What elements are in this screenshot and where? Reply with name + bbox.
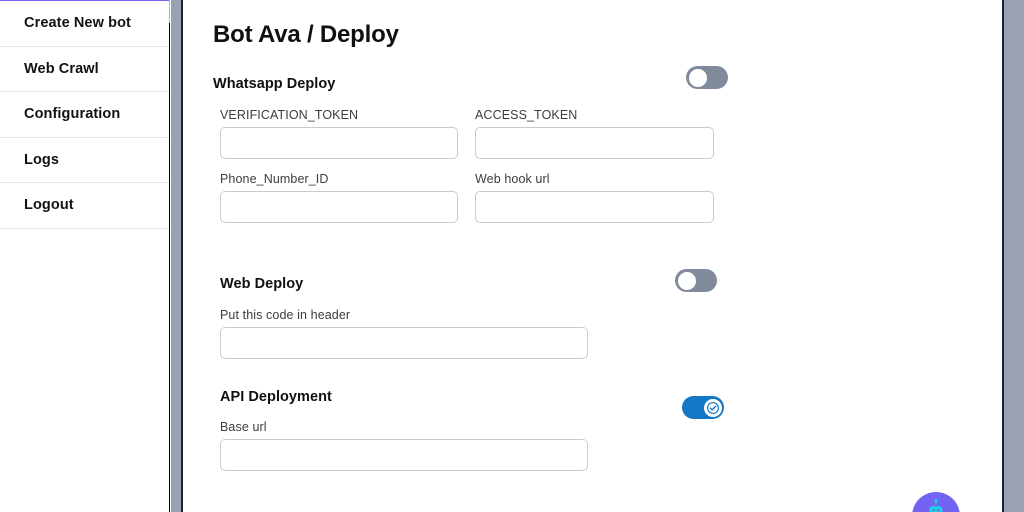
field-label-put-this-code-in-header: Put this code in header bbox=[220, 308, 351, 322]
sidebar-active-accent-bar bbox=[169, 0, 170, 23]
sidebar-scrollbar[interactable] bbox=[171, 0, 183, 512]
field-label-base-url: Base url bbox=[220, 420, 267, 434]
input-base-url[interactable] bbox=[220, 439, 588, 471]
sidebar-item-create-new-bot[interactable]: Create New bot bbox=[0, 1, 169, 47]
sidebar-item-logout[interactable]: Logout bbox=[0, 183, 169, 229]
section-heading-whatsapp-deploy: Whatsapp Deploy bbox=[213, 76, 336, 92]
sidebar-item-configuration[interactable]: Configuration bbox=[0, 92, 169, 138]
check-icon bbox=[706, 401, 719, 414]
sidebar-item-logs[interactable]: Logs bbox=[0, 137, 169, 183]
field-label-verification-token: VERIFICATION_TOKEN bbox=[220, 108, 359, 122]
input-verification-token[interactable] bbox=[220, 127, 458, 159]
sidebar: Bot List Create New bot Web Crawl Config… bbox=[0, 0, 170, 512]
section-heading-web-deploy: Web Deploy bbox=[220, 276, 304, 292]
input-access-token[interactable] bbox=[475, 127, 714, 159]
toggle-web-deploy[interactable] bbox=[675, 269, 717, 292]
page-title: Bot Ava / Deploy bbox=[213, 21, 399, 48]
sidebar-item-label: Create New bot bbox=[24, 15, 131, 32]
chat-fab-button[interactable] bbox=[912, 492, 960, 512]
toggle-knob bbox=[677, 271, 696, 290]
toggle-knob-checked bbox=[703, 398, 722, 417]
sidebar-item-label: Logout bbox=[24, 197, 74, 214]
field-label-web-hook-url: Web hook url bbox=[475, 172, 550, 186]
sidebar-item-label: Configuration bbox=[24, 106, 121, 123]
chat-bot-icon bbox=[929, 499, 943, 512]
sidebar-item-label: Logs bbox=[24, 151, 60, 168]
input-header-code[interactable] bbox=[220, 327, 588, 359]
toggle-whatsapp-deploy[interactable] bbox=[686, 66, 728, 89]
input-phone-number-id[interactable] bbox=[220, 191, 458, 223]
sidebar-item-bot-list[interactable]: Bot List bbox=[0, 0, 169, 1]
toggle-knob bbox=[688, 68, 707, 87]
page-scrollbar[interactable] bbox=[1002, 0, 1024, 512]
field-label-access-token: ACCESS_TOKEN bbox=[475, 108, 578, 122]
toggle-api-deployment[interactable] bbox=[682, 396, 724, 419]
input-web-hook-url[interactable] bbox=[475, 191, 714, 223]
section-heading-api-deployment: API Deployment bbox=[220, 389, 332, 405]
sidebar-item-label: Web Crawl bbox=[24, 60, 99, 77]
sidebar-item-web-crawl[interactable]: Web Crawl bbox=[0, 46, 169, 92]
main-content: Bot Ava / Deploy Whatsapp Deploy VERIFIC… bbox=[185, 0, 1002, 512]
field-label-phone-number-id: Phone_Number_ID bbox=[220, 172, 329, 186]
